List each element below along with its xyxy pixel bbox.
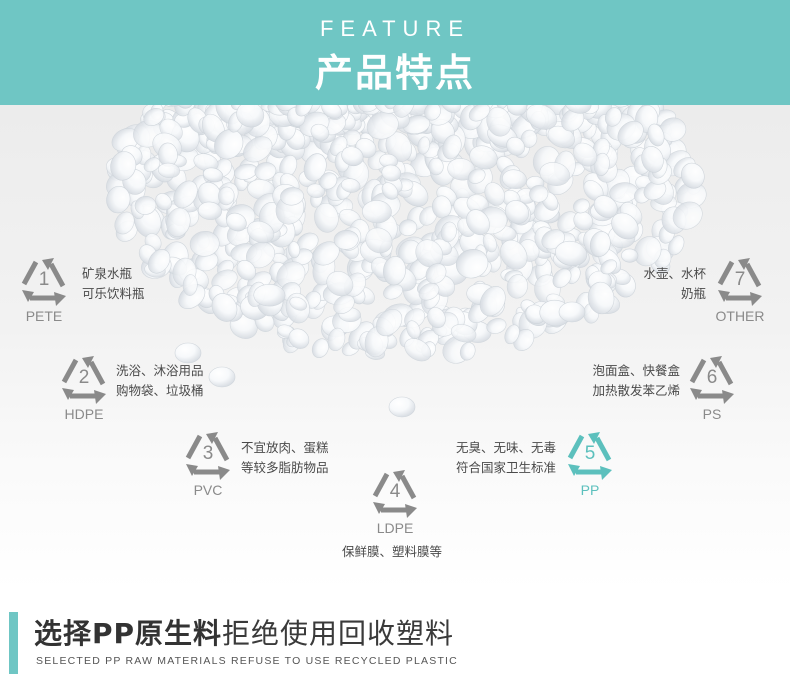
recycle-number: 5 xyxy=(584,443,596,464)
resin-code: PETE xyxy=(25,308,63,324)
description-line: 符合国家卫生标准 xyxy=(455,460,556,475)
description-line: 等较多脂肪物品 xyxy=(241,460,329,475)
recycle-item-3: 3 PVC xyxy=(182,428,234,498)
recycle-number: 4 xyxy=(389,481,401,502)
recycle-item-6: 6 PS xyxy=(686,352,738,422)
header-band: FEATURE 产品特点 xyxy=(0,0,790,105)
resin-code: OTHER xyxy=(715,308,765,324)
recycle-triangle-icon xyxy=(686,352,738,404)
description-line: 矿泉水瓶 xyxy=(82,266,133,281)
description-line: 洗浴、沐浴用品 xyxy=(116,363,204,378)
description-line: 保鲜膜、塑料膜等 xyxy=(342,544,443,559)
header-eyebrow: FEATURE xyxy=(319,16,471,41)
recycle-triangle-icon xyxy=(714,254,766,306)
recycle-description-4: 保鲜膜、塑料膜等 xyxy=(342,542,442,562)
recycle-description-2: 洗浴、沐浴用品 购物袋、垃圾桶 xyxy=(116,361,204,401)
recycle-number: 3 xyxy=(202,443,214,464)
recycle-number: 7 xyxy=(734,269,746,290)
plastic-pellets-image xyxy=(105,105,707,418)
description-line: 水壶、水杯 xyxy=(643,266,706,281)
recycle-triangle-icon xyxy=(58,352,110,404)
resin-code: PP xyxy=(580,482,600,498)
recycle-item-4: 4 LDPE xyxy=(369,466,421,536)
recycle-item-7: 7 OTHER xyxy=(714,254,766,324)
recycle-triangle-icon xyxy=(564,428,616,480)
footer-accent-bar xyxy=(9,612,18,674)
footer-subtitle: SELECTED PP RAW MATERIALS REFUSE TO USE … xyxy=(36,655,458,667)
description-line: 不宜放肉、蛋糕 xyxy=(241,440,329,455)
recycle-triangle-icon xyxy=(182,428,234,480)
recycle-description-1: 矿泉水瓶 可乐饮料瓶 xyxy=(82,264,145,304)
resin-code: PVC xyxy=(193,482,223,498)
recycle-item-2: 2 HDPE xyxy=(58,352,110,422)
description-line: 购物袋、垃圾桶 xyxy=(116,383,204,398)
footer-title-bold: 选择PP原生料 xyxy=(34,617,223,650)
header-title: 产品特点 xyxy=(314,51,475,95)
footer-title: 选择PP原生料拒绝使用回收塑料 xyxy=(34,612,454,652)
recycle-description-3: 不宜放肉、蛋糕 等较多脂肪物品 xyxy=(241,438,329,478)
description-line: 加热散发苯乙烯 xyxy=(592,383,680,398)
recycle-item-5: 5 PP xyxy=(564,428,616,498)
recycle-description-7: 水壶、水杯 奶瓶 xyxy=(616,264,706,304)
recycle-description-6: 泡面盒、快餐盒 加热散发苯乙烯 xyxy=(580,361,680,401)
recycle-triangle-icon xyxy=(369,466,421,518)
description-line: 奶瓶 xyxy=(680,286,706,301)
description-line: 可乐饮料瓶 xyxy=(82,286,145,301)
description-line: 泡面盒、快餐盒 xyxy=(592,363,680,378)
footer-title-thin: 拒绝使用回收塑料 xyxy=(222,617,455,650)
resin-code: LDPE xyxy=(376,520,414,536)
feature-panel xyxy=(0,105,790,590)
recycle-number: 2 xyxy=(78,367,90,388)
recycle-number: 1 xyxy=(38,269,50,290)
recycle-description-5: 无臭、无味、无毒 符合国家卫生标准 xyxy=(448,438,556,478)
recycle-number: 6 xyxy=(706,367,718,388)
resin-code: HDPE xyxy=(64,406,104,422)
recycle-triangle-icon xyxy=(18,254,70,306)
recycle-item-1: 1 PETE xyxy=(18,254,70,324)
resin-code: PS xyxy=(702,406,722,422)
description-line: 无臭、无味、无毒 xyxy=(455,440,556,455)
